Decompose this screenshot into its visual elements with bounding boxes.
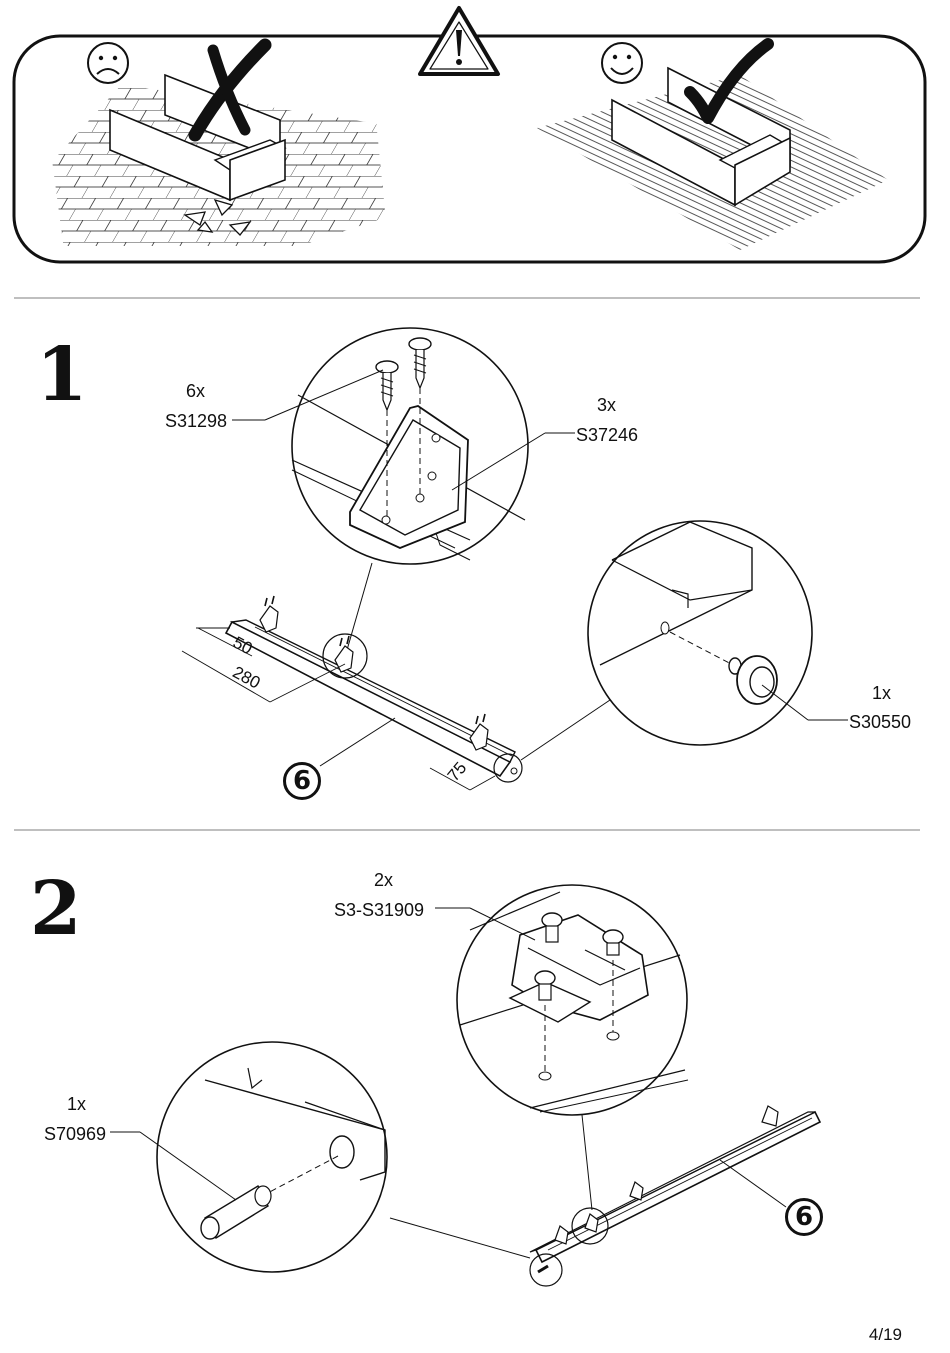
x-mark-icon <box>188 38 272 142</box>
screw-icon <box>375 360 399 412</box>
bracket-detail-circle <box>291 327 529 565</box>
runner-detail-circle <box>456 884 689 1116</box>
runner-quantity: 2x <box>374 870 394 890</box>
warning-banner <box>12 6 927 264</box>
screw-part-code: S31298 <box>165 411 228 431</box>
screw-quantity: 6x <box>186 381 206 401</box>
step-number-1: 1 <box>36 332 88 418</box>
rail-part-6 <box>529 1105 822 1287</box>
rail-part-6 <box>224 595 523 783</box>
good-example-scene <box>537 38 888 250</box>
foot-part-code: S30550 <box>849 712 912 732</box>
foot-detail-circle <box>587 520 813 746</box>
part-number-badge: 6 <box>785 1198 823 1236</box>
step2-illustration <box>110 884 822 1287</box>
sad-face-icon <box>87 42 129 84</box>
bracket-quantity: 3x <box>597 395 617 415</box>
dowel-quantity: 1x <box>67 1094 87 1114</box>
runner-part-code: S3-S31909 <box>334 900 425 920</box>
bracket-part-code: S37246 <box>576 425 639 445</box>
happy-face-icon <box>601 42 643 84</box>
dowel-detail-circle <box>156 1041 388 1273</box>
bad-example-scene <box>43 38 395 254</box>
step1-illustration <box>181 327 848 791</box>
foot-quantity: 1x <box>872 683 892 703</box>
part-number-badge: 6 <box>283 762 321 800</box>
exclamation-triangle-icon <box>418 6 500 76</box>
step-number-2: 2 <box>30 866 82 952</box>
page-number: 4/19 <box>868 1325 902 1344</box>
dowel-icon <box>200 1185 272 1240</box>
dowel-part-code: S70969 <box>44 1124 107 1144</box>
dimension-lines <box>181 627 496 791</box>
check-mark-icon <box>684 38 774 124</box>
